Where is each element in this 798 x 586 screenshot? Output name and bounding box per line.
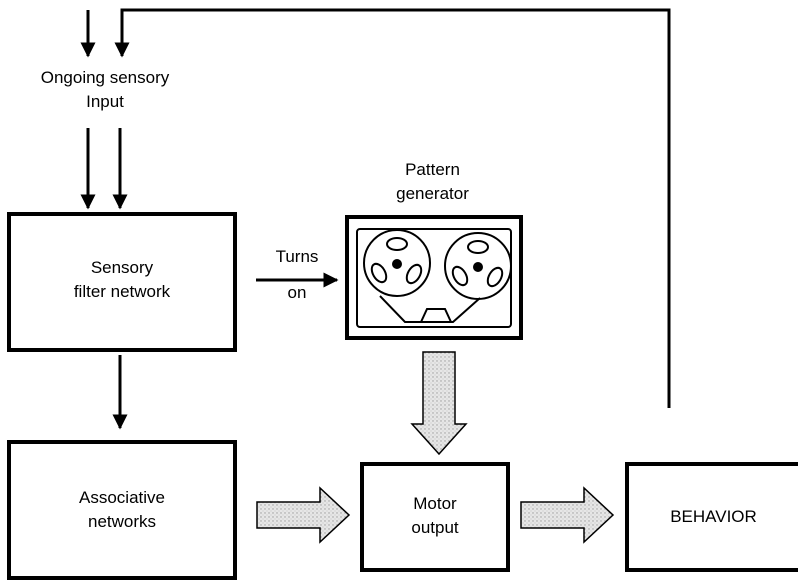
sensory-filter-label: Sensory filter network xyxy=(11,256,233,304)
sensory-filter-line1: Sensory xyxy=(90,258,154,277)
pattern-generator-label: Pattern generator xyxy=(345,158,520,206)
motor-output-label: Motor output xyxy=(364,492,506,540)
motor-to-behavior-arrow xyxy=(520,486,615,544)
associative-line2: networks xyxy=(87,512,157,531)
turns-on-label: Turns on xyxy=(260,244,334,316)
associative-networks-box: Associative networks xyxy=(7,440,237,580)
sensory-filter-line2: filter network xyxy=(73,282,171,301)
on-label: on xyxy=(287,283,307,302)
turns-label: Turns xyxy=(275,247,319,266)
ongoing-input-label: Ongoing sensory Input xyxy=(20,66,190,114)
input-label-line1: Ongoing sensory xyxy=(40,68,170,87)
behavior-label: BEHAVIOR xyxy=(629,505,798,529)
pattern-generator-line2: generator xyxy=(396,184,469,203)
associative-label: Associative networks xyxy=(11,486,233,534)
pattern-generator-box xyxy=(345,215,523,340)
feedback-loop-arrow xyxy=(114,8,671,408)
motor-line1: Motor xyxy=(413,494,457,513)
generator-to-motor-arrow xyxy=(410,351,468,456)
tape-recorder-icon xyxy=(356,228,512,328)
motor-output-box: Motor output xyxy=(360,462,510,572)
associative-to-motor-arrow xyxy=(256,486,351,544)
input-label-line2: Input xyxy=(86,92,124,111)
behavior-box: BEHAVIOR xyxy=(625,462,798,572)
pattern-generator-line1: Pattern xyxy=(405,160,460,179)
motor-line2: output xyxy=(411,518,459,537)
associative-line1: Associative xyxy=(79,488,165,507)
sensory-filter-box: Sensory filter network xyxy=(7,212,237,352)
behavior-text: BEHAVIOR xyxy=(670,507,757,526)
